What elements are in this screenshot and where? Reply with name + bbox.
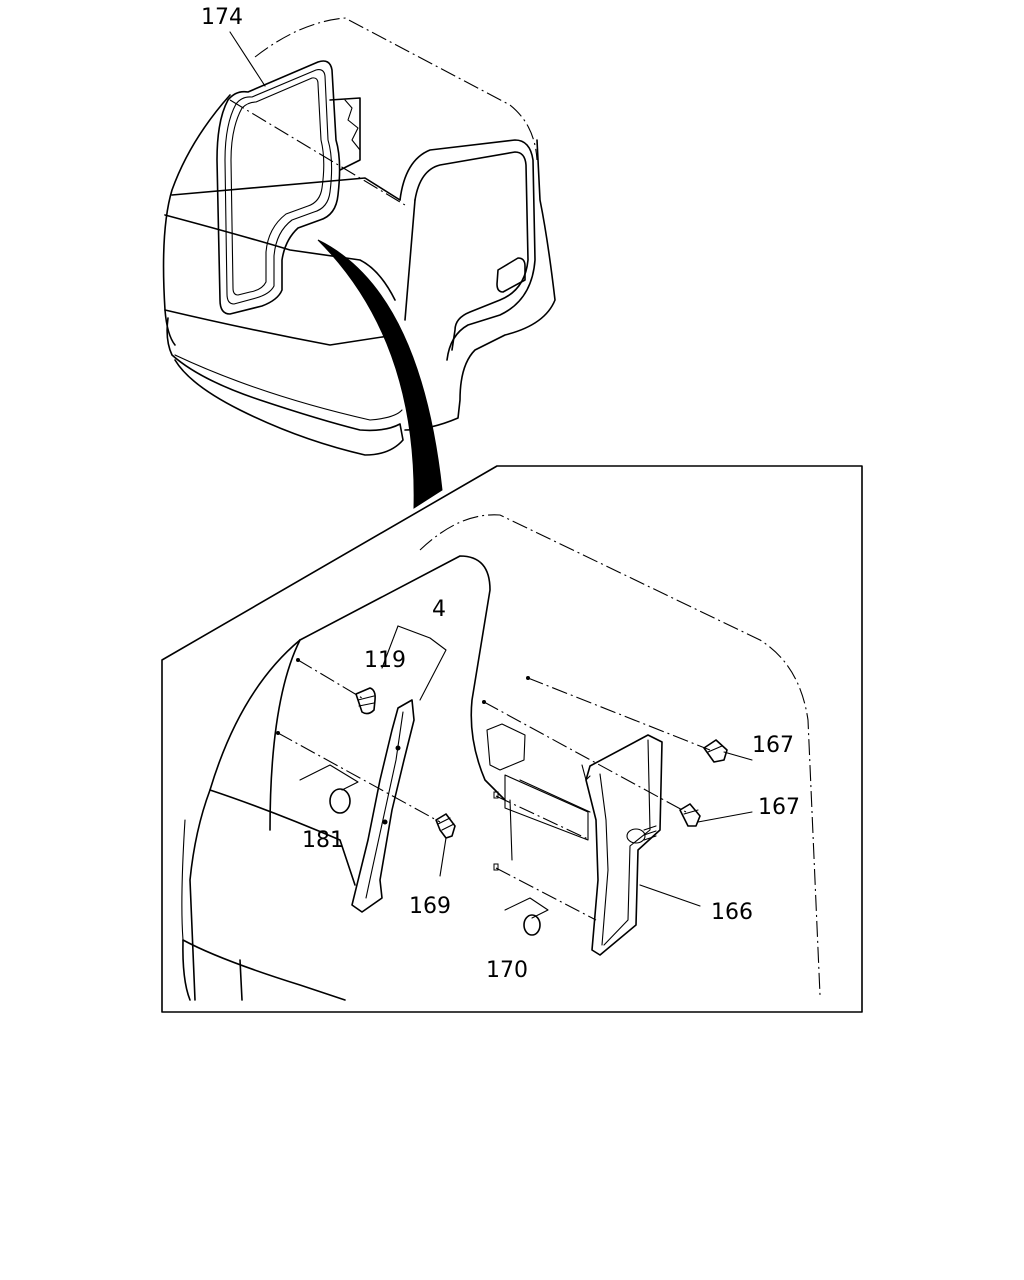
cab-overview	[162, 17, 556, 509]
label-119: 119	[364, 648, 406, 673]
label-169: 169	[409, 894, 451, 919]
detail-view	[161, 465, 863, 1013]
label-166: 166	[711, 900, 753, 925]
label-167-lower: 167	[758, 795, 800, 820]
label-181: 181	[302, 828, 344, 853]
label-167-upper: 167	[752, 733, 794, 758]
label-4: 4	[432, 597, 446, 622]
label-174: 174	[201, 5, 243, 30]
label-170: 170	[486, 958, 528, 983]
